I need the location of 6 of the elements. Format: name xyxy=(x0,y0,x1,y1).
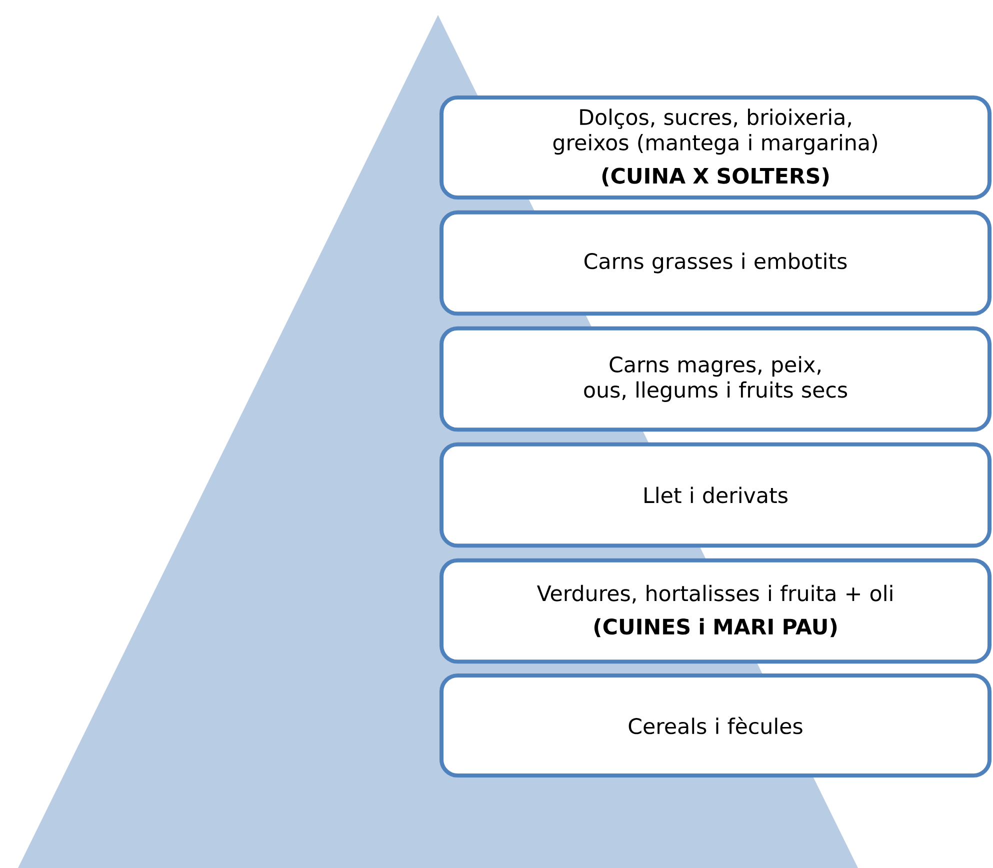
food-group-box: Carns magres, peix, ous, llegums i fruits secs xyxy=(440,326,992,432)
food-group-box: Verdures, hortalisses i fruita + oli (CUINES i MARI PAU) xyxy=(440,558,992,664)
food-group-box: Cereals i fècules xyxy=(440,674,992,778)
food-group-box: Llet i derivats xyxy=(440,442,992,548)
food-group-box: Dolços, sucres, brioixeria, greixos (mantega i margarina) (CUINA X SOLTERS) xyxy=(440,96,992,200)
food-group-box: Carns grasses i embotits xyxy=(440,210,992,316)
